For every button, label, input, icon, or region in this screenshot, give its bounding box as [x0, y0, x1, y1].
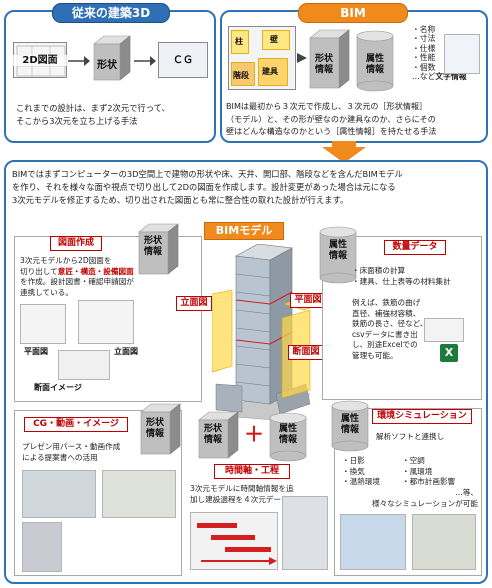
attribute-database-icon	[269, 412, 307, 462]
env-items-right: ・空調 ・風環境 ・都市計画影響	[402, 456, 456, 486]
part-stairs-label: 階段	[233, 71, 249, 80]
perspective-render-image	[22, 470, 96, 518]
part-wall	[262, 30, 290, 50]
csv-sheet-image	[424, 318, 464, 342]
part-column-label: 柱	[235, 37, 243, 46]
section-image-thumbnail	[58, 350, 110, 380]
part-fitting-label: 建具	[262, 67, 278, 76]
attribute-database-icon	[356, 30, 394, 92]
shape-info-cube-icon	[309, 29, 350, 89]
plus-sign: ＋	[244, 422, 264, 446]
bim-description: BIMは最初から３次元で作成し、３次元の［形状情報］ （モデル）と、その形が壁な…	[226, 101, 437, 136]
env-cube-label: 属性 情報	[340, 414, 359, 435]
street-render-image	[22, 522, 62, 572]
cg-box	[158, 42, 208, 78]
quantity-items: ・床面積の計算 ・建具、仕上表等の材料集計	[352, 266, 451, 286]
shape-info-cube-icon	[138, 223, 179, 275]
part-fitting	[258, 58, 288, 86]
traditional-title: 従来の建築3D	[52, 3, 170, 23]
attribute-database-icon	[319, 226, 357, 284]
elevation-label: 立面図	[114, 347, 138, 356]
attribute-list: ・名称 ・寸法 ・仕様 ・性能 ・個数 …など文字情報	[412, 25, 467, 82]
shadow-simulation-image	[412, 514, 476, 570]
attribute-database-icon	[331, 400, 369, 452]
part-stairs	[231, 62, 255, 86]
2d-drawing-label: 2D図面	[13, 55, 67, 66]
part-column	[231, 30, 249, 54]
shape-cube-icon	[93, 35, 131, 81]
time-axis-tag: 時間軸・工程	[214, 464, 290, 479]
part-wall-label: 壁	[270, 35, 278, 44]
attribute-info-label: 属性 情報	[365, 54, 384, 75]
env-description: 解析ソフトと連携し	[376, 432, 445, 441]
arrow-right-icon	[68, 56, 90, 66]
aerial-render-image	[102, 470, 176, 518]
floor-plan-label: 平面図	[24, 347, 48, 356]
arrow-right-icon	[297, 53, 307, 63]
schedule-chart-image	[190, 512, 278, 570]
quantity-data-tag: 数量データ	[384, 240, 446, 255]
shape-info-label: 形状 情報	[314, 54, 333, 75]
construction-model-image	[282, 496, 328, 570]
quantity-example: 例えば、鉄筋の曲げ 直径、補強材容積、 鉄筋の長さ、径など、 csvデータに書き…	[352, 298, 428, 360]
arrow-down-icon	[322, 141, 366, 163]
drawing-cube-label: 形状 情報	[143, 236, 162, 257]
time-attr-cube-label: 属性 情報	[278, 424, 297, 445]
time-shape-cube-label: 形状 情報	[203, 424, 222, 445]
elevation-thumbnail	[78, 300, 134, 344]
env-items-left: ・日影 ・換気 ・温熱環境	[342, 456, 380, 486]
quantity-cube-label: 属性 情報	[328, 240, 347, 261]
excel-icon: X	[440, 344, 458, 362]
drawing-description: 3次元モデルから2D図面を 切り出して意匠・構造・設備図面 を作成。設計図書・確…	[20, 256, 134, 297]
cg-cube-label: 形状 情報	[145, 418, 164, 439]
drawing-creation-tag: 図面作成	[50, 236, 102, 251]
env-tail: …等、 様々なシミュレーションが可能	[371, 488, 478, 508]
shape-cube-label: 形状	[97, 60, 117, 71]
traditional-description: これまでの設計は、まず2次元で行って、 そこから3次元を立ち上げる手法	[16, 103, 170, 126]
plan-callout: 平面図	[290, 293, 326, 308]
shape-info-cube-icon	[140, 403, 181, 455]
main-description: BIMではまずコンピューターの3D空間上で建物の形状や床、天井、開口部、階段など…	[12, 169, 403, 205]
property-sheet-image	[444, 34, 480, 74]
shape-info-cube-icon	[198, 411, 239, 459]
env-simulation-tag: 環境シミュレーション	[372, 409, 472, 424]
cg-label: ＣＧ	[173, 55, 193, 66]
time-description: 3次元モデルに時間軸情報を追 加し建設過程を４次元データに	[190, 484, 297, 504]
elevation-plane	[212, 290, 233, 373]
cg-video-tag: CG・動画・イメージ	[24, 417, 128, 432]
bim-title: BIM	[298, 3, 408, 23]
gantt-icon	[197, 523, 277, 565]
arrow-right-icon	[134, 56, 156, 66]
cg-description: プレゼン用パース・動画作成 による提案書への活用	[22, 442, 121, 462]
section-image-label: 断面イメージ	[34, 383, 82, 392]
floor-plan-thumbnail	[20, 304, 66, 344]
section-callout: 断面図	[288, 345, 324, 360]
wind-simulation-image	[340, 514, 406, 570]
elevation-callout: 立面図	[176, 296, 212, 311]
bim-model-tag: BIMモデル	[204, 222, 284, 240]
